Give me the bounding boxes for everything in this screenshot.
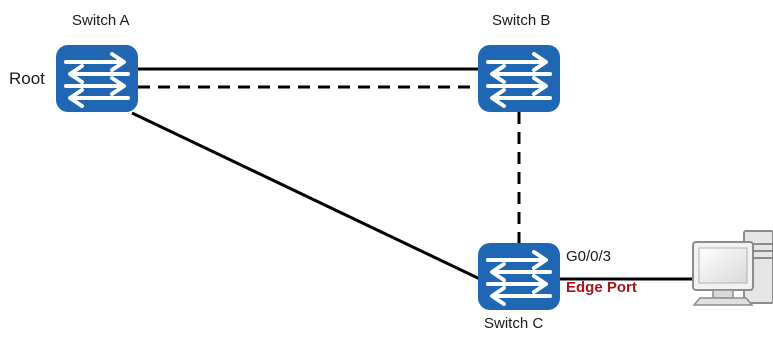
link-a-c-solid [131,111,483,282]
switch-c-icon [478,243,560,310]
port-name-label: G0/0/3 [566,248,612,265]
switch-c-label: Switch C [484,315,544,332]
edge-port-label: Edge Port [566,279,637,296]
switch-a-label: Switch A [72,12,130,29]
switch-b-icon [478,45,560,112]
root-label: Root [9,69,45,88]
switch-a-icon [56,45,138,112]
switch-b-label: Switch B [492,12,551,29]
computer-icon [692,230,773,306]
